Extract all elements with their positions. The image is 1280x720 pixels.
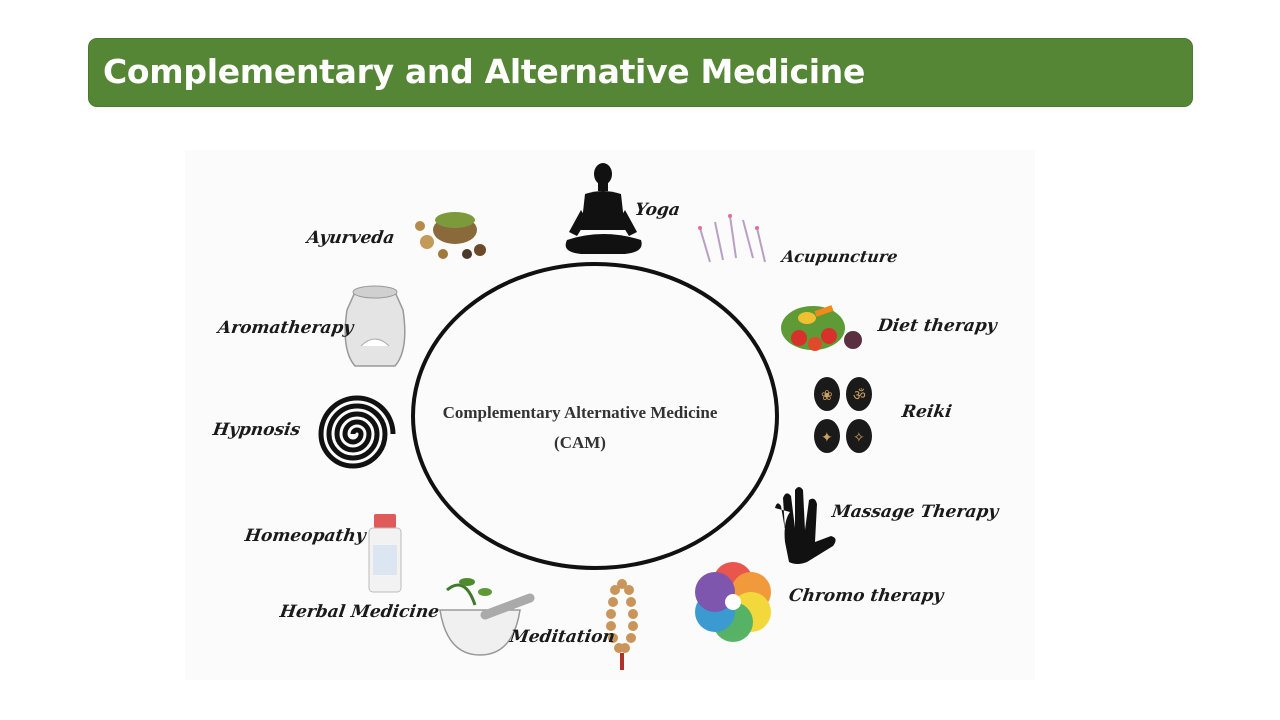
- acupuncture-needles-icon: [698, 214, 766, 263]
- center-abbreviation: (CAM): [554, 433, 606, 452]
- label-acupuncture: Acupuncture: [780, 247, 899, 266]
- label-diet-therapy: Diet therapy: [876, 316, 998, 336]
- vegetables-icon: [781, 305, 862, 351]
- label-chromo-therapy: Chromo therapy: [787, 586, 945, 606]
- label-herbal-medicine: Herbal Medicine: [278, 602, 441, 622]
- label-aromatherapy: Aromatherapy: [216, 318, 355, 338]
- label-homeopathy: Homeopathy: [243, 526, 367, 546]
- mortar-pestle-icon: [439, 578, 535, 656]
- prayer-beads-icon: [606, 579, 638, 670]
- label-hypnosis: Hypnosis: [211, 420, 302, 440]
- cam-diagram: ❀ ॐ ✦ ✧ Complementary Alternative Medici…: [185, 150, 1035, 680]
- slide-title: Complementary and Alternative Medicine: [103, 52, 866, 91]
- svg-text:ॐ: ॐ: [853, 388, 866, 404]
- center-ellipse: [411, 262, 779, 570]
- herbs-bowl-icon: [415, 212, 486, 259]
- center-title: Complementary Alternative Medicine: [442, 403, 718, 422]
- oil-burner-icon: [344, 285, 406, 367]
- meditating-figure-icon: [565, 163, 642, 254]
- color-wheel-icon: [695, 562, 771, 642]
- label-yoga: Yoga: [633, 200, 682, 220]
- label-meditation: Meditation: [508, 627, 617, 647]
- spiral-icon: [318, 395, 396, 469]
- svg-text:❀: ❀: [821, 388, 833, 404]
- label-reiki: Reiki: [900, 402, 954, 422]
- medicine-bottle-icon: [368, 514, 402, 593]
- svg-text:✧: ✧: [853, 430, 865, 446]
- hand-icon: [775, 487, 836, 564]
- svg-text:✦: ✦: [821, 430, 833, 446]
- title-bar: Complementary and Alternative Medicine: [88, 38, 1193, 107]
- label-massage-therapy: Massage Therapy: [830, 502, 1000, 522]
- reiki-stones-icon: ❀ ॐ ✦ ✧: [814, 377, 872, 453]
- label-ayurveda: Ayurveda: [305, 228, 396, 248]
- center-label: Complementary Alternative Medicine (CAM): [415, 398, 745, 458]
